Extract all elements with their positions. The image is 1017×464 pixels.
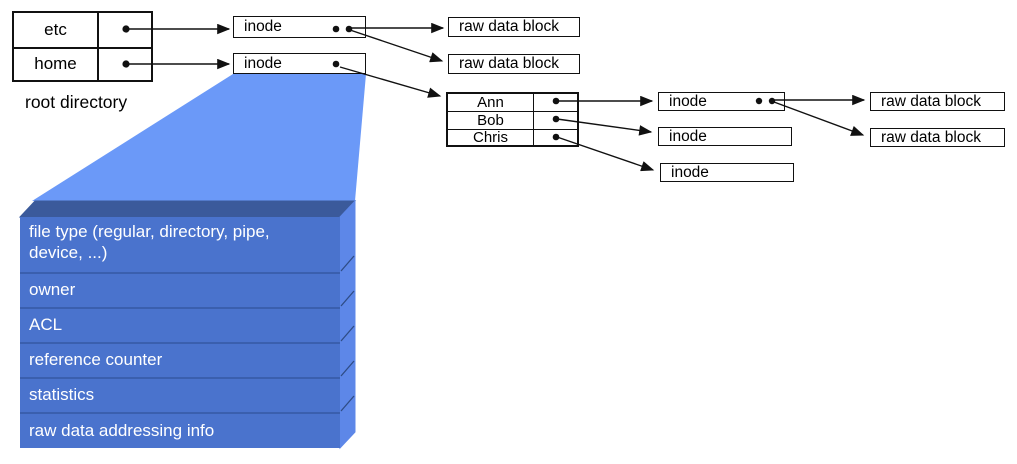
dir-entry-name: etc [14, 13, 99, 47]
dir-entry-pointer-cell [99, 49, 151, 81]
raw-data-block-label: raw data block [459, 55, 559, 73]
root-directory-caption: root directory [25, 92, 128, 112]
slab-side-separators [340, 255, 355, 412]
table-row: Ann [448, 94, 577, 112]
slab-top-face [18, 200, 357, 218]
raw-data-block-label: raw data block [881, 128, 981, 146]
etc-inode-box: inode [233, 16, 366, 38]
table-row: Chris [448, 128, 577, 146]
raw-data-block-label: raw data block [881, 92, 981, 110]
inode-label: inode [669, 127, 707, 145]
table-row: Bob [448, 111, 577, 129]
raw-data-block-label: raw data block [459, 18, 559, 36]
raw-data-block-box: raw data block [448, 54, 580, 74]
inode-label: inode [244, 18, 282, 36]
inode-field-reference-counter: reference counter [20, 342, 340, 377]
dir-entry-pointer-cell [99, 13, 151, 47]
home-inode-box: inode [233, 53, 366, 74]
dir-entry-name: Bob [448, 112, 534, 129]
raw-data-block-box: raw data block [870, 92, 1005, 111]
dir-entry-name: Chris [448, 129, 534, 146]
raw-data-block-box: raw data block [870, 128, 1005, 147]
root-directory-table: etc home [12, 11, 153, 82]
inode-field-statistics: statistics [20, 377, 340, 412]
table-row: etc [14, 13, 151, 47]
inode-label: inode [669, 92, 707, 110]
inode-field-file-type: file type (regular, directory, pipe, dev… [29, 222, 270, 262]
dir-entry-name: Ann [448, 94, 534, 112]
home-directory-table: Ann Bob Chris [446, 92, 579, 147]
inode-label: inode [244, 54, 282, 72]
table-row: home [14, 46, 151, 81]
inode-field-acl: ACL [20, 307, 340, 342]
slab-side-face [339, 199, 356, 450]
inode-label: inode [671, 163, 709, 181]
dir-entry-pointer-cell [534, 94, 577, 111]
inode-structure-detail: file type (regular, directory, pipe, dev… [20, 217, 340, 448]
raw-data-block-box: raw data block [448, 17, 580, 37]
inode-field-raw-data-addressing: raw data addressing info [20, 412, 340, 448]
ann-inode-box: inode [658, 92, 785, 111]
dir-entry-pointer-cell [534, 130, 577, 146]
bob-inode-box: inode [658, 127, 792, 146]
chris-inode-box: inode [660, 163, 794, 182]
inode-field-owner: owner [20, 272, 340, 307]
dir-entry-pointer-cell [534, 112, 577, 128]
dir-entry-name: home [14, 48, 99, 80]
